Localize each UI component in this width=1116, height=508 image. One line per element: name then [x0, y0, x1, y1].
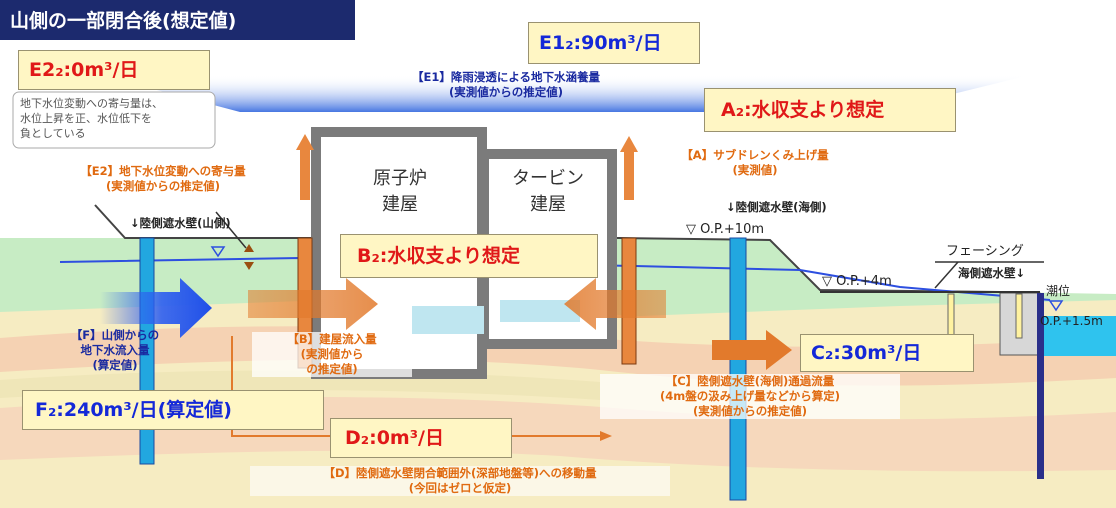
note-line-3: 負としている	[20, 127, 86, 140]
op15-label: O.P.+1.5m	[1040, 314, 1103, 328]
e2-label-line-1: 【E2】地下水位変動への寄与量	[80, 164, 246, 178]
e2-level-arrow	[244, 244, 254, 252]
a-label-line-2: (実測値)	[732, 163, 778, 177]
sea-water	[1040, 316, 1116, 356]
f-label-line-3: (算定値)	[92, 358, 138, 372]
subdrain-up-arrow-right-head	[620, 136, 638, 152]
c-value-box: C₂:30m³/日	[800, 334, 974, 372]
a-label-line-1: 【A】サブドレンくみ上げ量	[681, 148, 829, 162]
turbine-building-label: タービン 建屋	[490, 166, 606, 218]
water-level-marker	[210, 246, 226, 258]
subdrain-up-arrow-left-head	[296, 134, 314, 150]
inflow-arrow-f	[100, 278, 212, 338]
d-value-box: D₂:0m³/日	[330, 418, 512, 458]
building-inflow-arrow-right	[564, 278, 666, 330]
seawall-label: 海側遮水壁↓	[958, 266, 1026, 280]
building-water	[412, 306, 484, 334]
c-label-line-3: (実測値からの推定値)	[692, 404, 807, 418]
d-label-line-2: (今回はゼロと仮定)	[408, 481, 512, 495]
c-label: 【C】陸側遮水壁(海側)通過流量 (4m盤の汲み上げ量などから算定) (実測値か…	[600, 374, 900, 419]
well-yellow-2	[1015, 293, 1023, 339]
b-value-box: B₂:水収支より想定	[340, 234, 598, 278]
title-bar	[0, 0, 355, 40]
reactor-building-label: 原子炉 建屋	[330, 166, 470, 218]
b-label-line-2: (実測値から	[300, 347, 364, 361]
d-label-line-1: 【D】陸側遮水壁閉合範囲外(深部地盤等)への移動量	[323, 466, 597, 480]
seaward-outflow-arrow-c	[712, 330, 792, 370]
turbine-line-1: タービン	[512, 168, 584, 189]
frozen-wall-sea-side	[729, 237, 747, 501]
f-value-box: F₂:240m³/日(算定値)	[22, 390, 324, 430]
sign-note: 地下水位変動への寄与量は、 水位上昇を正、水位低下を 負としている	[20, 96, 163, 141]
a-value-box: A₂:水収支より想定	[704, 88, 956, 132]
building-inflow-arrow-left	[248, 278, 378, 330]
well-yellow-1	[947, 293, 955, 339]
wall-sea-label: ↓陸側遮水壁(海側)	[726, 200, 827, 214]
reactor-line-2: 建屋	[382, 194, 418, 215]
tide-label: 潮位	[1046, 284, 1071, 298]
fencing-label: フェーシング	[946, 244, 1024, 259]
e1-label-line-2: (実測値からの推定値)	[448, 85, 563, 99]
e2-value-box: E2₂:0m³/日	[18, 50, 210, 90]
f-label-line-1: 【F】山側からの	[70, 328, 160, 342]
e1-label: 【E1】降雨浸透による地下水涵養量 (実測値からの推定値)	[356, 70, 656, 100]
note-line-2: 水位上昇を正、水位低下を	[20, 112, 152, 125]
subdrain-up-arrow-left	[300, 150, 310, 200]
d-label: 【D】陸側遮水壁閉合範囲外(深部地盤等)への移動量 (今回はゼロと仮定)	[250, 466, 670, 496]
c-label-line-1: 【C】陸側遮水壁(海側)通過流量	[665, 374, 835, 388]
subdrain-up-arrow-right	[624, 152, 634, 200]
op4-label: ▽ O.P.+4m	[822, 274, 892, 289]
e1-value-box: E1₂:90m³/日	[528, 22, 700, 64]
reactor-line-1: 原子炉	[373, 168, 427, 189]
b-label-line-3: の推定値)	[306, 362, 358, 376]
deep-migration-arrowhead	[600, 431, 612, 441]
b-label: 【B】建屋流入量 (実測値から の推定値)	[252, 332, 412, 377]
wall-mountain-label: ↓陸側遮水壁(山側)	[130, 216, 231, 230]
turbine-water	[500, 300, 580, 322]
ground-surface	[94, 204, 1001, 293]
e2-label-line-2: (実測値からの推定値)	[105, 179, 220, 193]
e2-leader	[215, 211, 247, 249]
b-label-line-1: 【B】建屋流入量	[287, 332, 377, 346]
fencing-leader	[934, 261, 959, 289]
e1-label-line-1: 【E1】降雨浸透による地下水涵養量	[411, 70, 600, 84]
note-line-1: 地下水位変動への寄与量は、	[20, 97, 163, 110]
tide-marker	[1048, 300, 1064, 312]
sign-note-box	[12, 91, 216, 149]
e2-label: 【E2】地下水位変動への寄与量 (実測値からの推定値)	[28, 164, 298, 194]
turbine-line-2: 建屋	[530, 194, 566, 215]
op10-label: ▽ O.P.+10m	[686, 222, 765, 237]
c-label-line-2: (4m盤の汲み上げ量などから算定)	[660, 389, 840, 403]
f-label: 【F】山側からの 地下水流入量 (算定値)	[40, 328, 190, 373]
sea-wall	[1037, 293, 1044, 479]
page-title: 山側の一部閉合後(想定値)	[10, 10, 237, 32]
f-label-line-2: 地下水流入量	[80, 343, 150, 357]
a-label: 【A】サブドレンくみ上げ量 (実測値)	[640, 148, 870, 178]
e2-level-arrow-down	[244, 262, 254, 270]
